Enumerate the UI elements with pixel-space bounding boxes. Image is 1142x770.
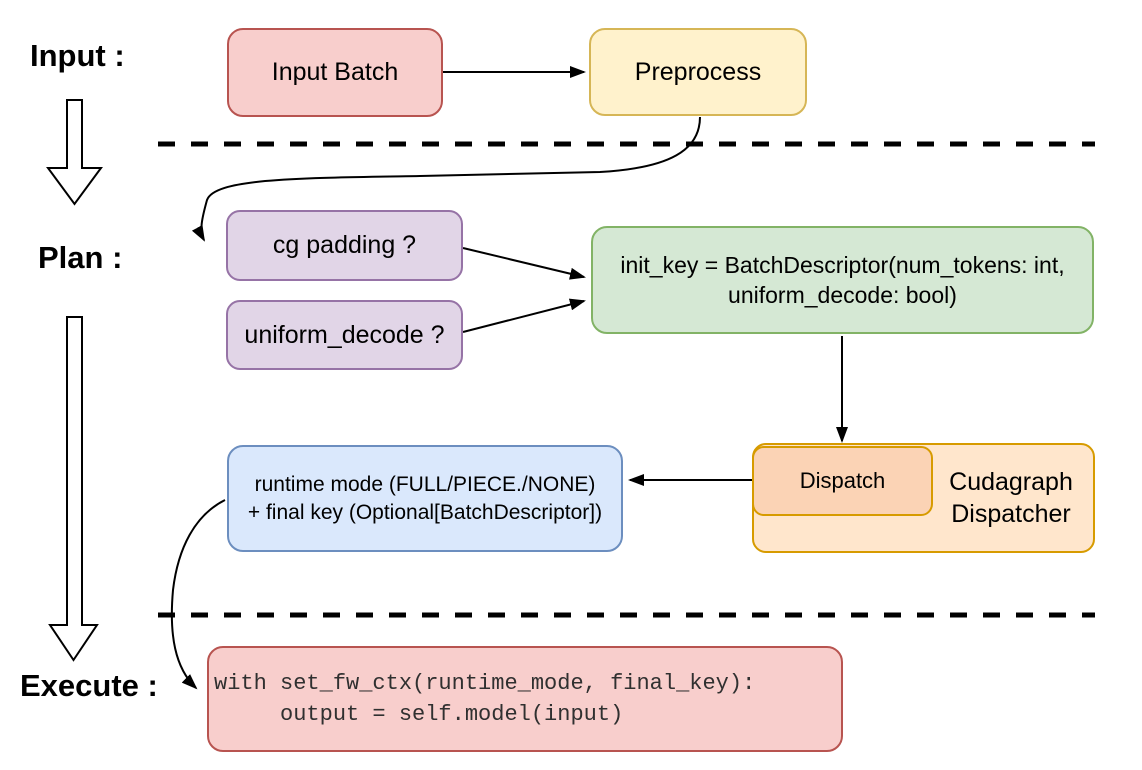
node-init-key: init_key = BatchDescriptor(num_tokens: i… [591,226,1094,334]
stage-label-execute: Execute : [20,668,158,703]
stage-label-plan: Plan : [38,240,123,275]
edge-uniformdecode-initkey [462,298,586,333]
edge-cgpadding-initkey [462,247,586,280]
stage-arrow-plan-to-execute [48,316,99,662]
stage-arrow-input-to-plan [46,99,103,206]
execute-code-text: with set_fw_ctx(runtime_mode, final_key)… [214,671,756,727]
node-dispatch: Dispatch [752,446,933,516]
node-uniform-decode: uniform_decode ? [226,300,463,370]
node-execute-code: with set_fw_ctx(runtime_mode, final_key)… [207,646,843,752]
node-runtime-mode: runtime mode (FULL/PIECE./NONE) + final … [227,445,623,552]
node-cg-padding: cg padding ? [226,210,463,281]
node-preprocess: Preprocess [589,28,807,116]
stage-label-input: Input : [30,38,125,73]
node-input-batch: Input Batch [227,28,443,117]
cudagraph-dispatcher-label: Cudagraph Dispatcher [949,467,1073,529]
